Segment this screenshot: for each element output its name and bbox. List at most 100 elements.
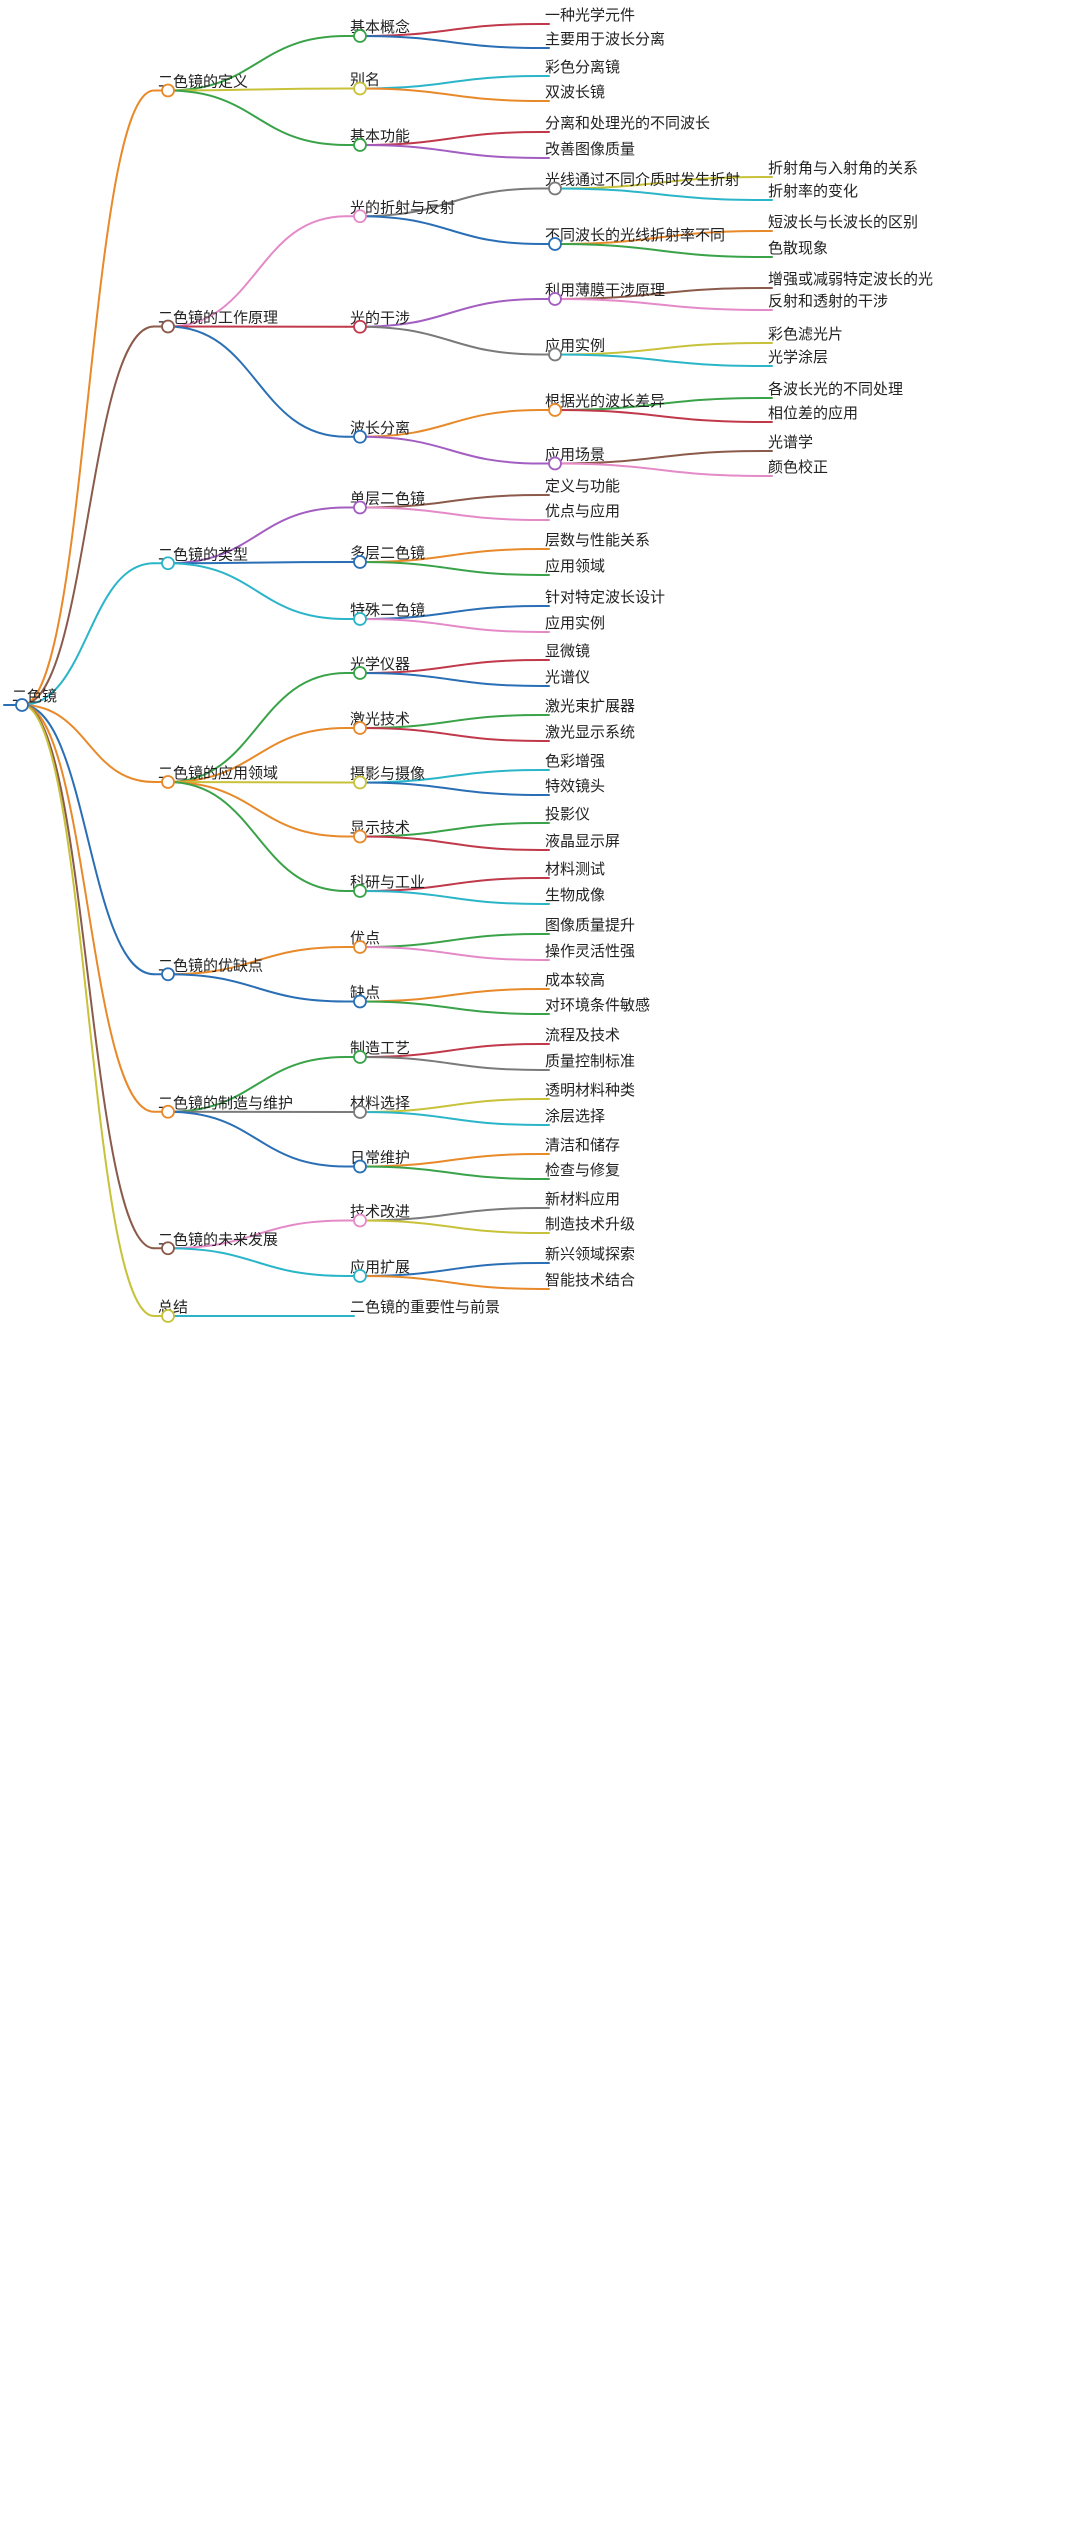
collapse-toggle[interactable] bbox=[353, 1213, 367, 1228]
leaf-node[interactable]: 彩色分离镜 bbox=[540, 58, 620, 77]
leaf-node[interactable]: 光学涂层 bbox=[763, 348, 828, 367]
leaf-node[interactable]: 激光束扩展器 bbox=[540, 697, 635, 716]
leaf-node[interactable]: 反射和透射的干涉 bbox=[763, 292, 888, 311]
collapse-toggle[interactable] bbox=[353, 994, 367, 1009]
leaf-node[interactable]: 主要用于波长分离 bbox=[540, 30, 665, 49]
leaf-node[interactable]: 应用实例 bbox=[540, 614, 605, 633]
branch-node[interactable]: 多层二色镜 bbox=[345, 544, 425, 563]
leaf-node[interactable]: 对环境条件敏感 bbox=[540, 996, 650, 1015]
leaf-node[interactable]: 流程及技术 bbox=[540, 1026, 620, 1045]
leaf-node[interactable]: 折射角与入射角的关系 bbox=[763, 159, 918, 178]
leaf-node[interactable]: 操作灵活性强 bbox=[540, 942, 635, 961]
leaf-node[interactable]: 增强或减弱特定波长的光 bbox=[763, 270, 933, 289]
collapse-toggle[interactable] bbox=[161, 319, 175, 334]
collapse-toggle[interactable] bbox=[353, 429, 367, 444]
root-node[interactable]: 二色镜 bbox=[3, 687, 57, 706]
collapse-toggle[interactable] bbox=[353, 138, 367, 152]
collapse-toggle[interactable] bbox=[353, 29, 367, 43]
leaf-node[interactable]: 光谱仪 bbox=[540, 668, 590, 687]
leaf-node[interactable]: 成本较高 bbox=[540, 971, 605, 990]
leaf-node[interactable]: 层数与性能关系 bbox=[540, 531, 650, 550]
branch-node[interactable]: 二色镜的优缺点 bbox=[153, 956, 263, 976]
branch-node[interactable]: 二色镜的应用领域 bbox=[153, 764, 278, 783]
collapse-toggle[interactable] bbox=[353, 829, 367, 844]
collapse-toggle[interactable] bbox=[161, 556, 175, 571]
leaf-node[interactable]: 光谱学 bbox=[763, 433, 813, 452]
branch-node[interactable]: 不同波长的光线折射率不同 bbox=[540, 226, 725, 245]
leaf-node[interactable]: 新兴领域探索 bbox=[540, 1245, 635, 1264]
leaf-node[interactable]: 色散现象 bbox=[763, 239, 828, 258]
collapse-toggle[interactable] bbox=[548, 292, 562, 306]
branch-node[interactable]: 特殊二色镜 bbox=[345, 601, 425, 620]
collapse-toggle[interactable] bbox=[15, 698, 29, 712]
collapse-toggle[interactable] bbox=[353, 940, 367, 954]
leaf-node[interactable]: 检查与修复 bbox=[540, 1161, 620, 1180]
collapse-toggle[interactable] bbox=[353, 319, 367, 334]
leaf-node[interactable]: 质量控制标准 bbox=[540, 1052, 635, 1071]
collapse-toggle[interactable] bbox=[353, 1105, 367, 1119]
leaf-node[interactable]: 激光显示系统 bbox=[540, 723, 635, 742]
branch-node[interactable]: 单层二色镜 bbox=[345, 490, 425, 509]
leaf-node[interactable]: 新材料应用 bbox=[540, 1190, 620, 1209]
branch-node[interactable]: 光的折射与反射 bbox=[345, 198, 455, 218]
leaf-node[interactable]: 一种光学元件 bbox=[540, 6, 635, 25]
collapse-toggle[interactable] bbox=[353, 1269, 367, 1283]
leaf-node[interactable]: 二色镜的重要性与前景 bbox=[345, 1298, 500, 1317]
collapse-toggle[interactable] bbox=[161, 967, 175, 982]
collapse-toggle[interactable] bbox=[161, 775, 175, 789]
collapse-toggle[interactable] bbox=[353, 612, 367, 626]
collapse-toggle[interactable] bbox=[161, 1241, 175, 1256]
branch-node[interactable]: 光线通过不同介质时发生折射 bbox=[540, 171, 740, 190]
leaf-node[interactable]: 智能技术结合 bbox=[540, 1271, 635, 1290]
leaf-node[interactable]: 投影仪 bbox=[540, 805, 590, 824]
branch-node[interactable]: 科研与工业 bbox=[345, 873, 425, 892]
collapse-toggle[interactable] bbox=[353, 81, 367, 96]
leaf-node[interactable]: 显微镜 bbox=[540, 642, 590, 661]
leaf-node[interactable]: 双波长镜 bbox=[540, 83, 605, 102]
branch-node[interactable]: 摄影与摄像 bbox=[345, 765, 425, 784]
collapse-toggle[interactable] bbox=[353, 555, 367, 569]
collapse-toggle[interactable] bbox=[548, 181, 562, 196]
collapse-toggle[interactable] bbox=[353, 721, 367, 735]
branch-node[interactable]: 二色镜的类型 bbox=[153, 545, 248, 565]
leaf-node[interactable]: 分离和处理光的不同波长 bbox=[540, 114, 710, 133]
branch-node[interactable]: 二色镜的工作原理 bbox=[153, 309, 278, 328]
collapse-toggle[interactable] bbox=[353, 1159, 367, 1174]
leaf-node[interactable]: 短波长与长波长的区别 bbox=[763, 213, 918, 232]
collapse-toggle[interactable] bbox=[353, 500, 367, 515]
branch-node[interactable]: 二色镜的制造与维护 bbox=[153, 1094, 293, 1113]
leaf-node[interactable]: 折射率的变化 bbox=[763, 182, 858, 201]
collapse-toggle[interactable] bbox=[548, 403, 562, 417]
leaf-node[interactable]: 液晶显示屏 bbox=[540, 832, 620, 851]
branch-node[interactable]: 根据光的波长差异 bbox=[540, 392, 665, 411]
leaf-node[interactable]: 特效镜头 bbox=[540, 777, 605, 796]
collapse-toggle[interactable] bbox=[353, 209, 367, 224]
collapse-toggle[interactable] bbox=[161, 1104, 175, 1119]
collapse-toggle[interactable] bbox=[161, 83, 175, 98]
leaf-node[interactable]: 针对特定波长设计 bbox=[540, 588, 665, 607]
leaf-node[interactable]: 图像质量提升 bbox=[540, 916, 635, 935]
leaf-node[interactable]: 材料测试 bbox=[540, 860, 605, 879]
collapse-toggle[interactable] bbox=[353, 884, 367, 898]
leaf-node[interactable]: 生物成像 bbox=[540, 886, 605, 905]
collapse-toggle[interactable] bbox=[353, 666, 367, 680]
leaf-node[interactable]: 各波长光的不同处理 bbox=[763, 380, 903, 399]
leaf-node[interactable]: 定义与功能 bbox=[540, 477, 620, 496]
leaf-node[interactable]: 彩色滤光片 bbox=[763, 325, 843, 344]
collapse-toggle[interactable] bbox=[548, 456, 562, 471]
leaf-node[interactable]: 色彩增强 bbox=[540, 752, 605, 771]
collapse-toggle[interactable] bbox=[548, 347, 562, 362]
leaf-node[interactable]: 优点与应用 bbox=[540, 502, 620, 521]
leaf-node[interactable]: 透明材料种类 bbox=[540, 1081, 635, 1100]
leaf-node[interactable]: 制造技术升级 bbox=[540, 1215, 635, 1234]
collapse-toggle[interactable] bbox=[161, 1309, 175, 1323]
collapse-toggle[interactable] bbox=[353, 775, 367, 790]
leaf-node[interactable]: 相位差的应用 bbox=[763, 404, 858, 423]
branch-node[interactable]: 二色镜的未来发展 bbox=[153, 1230, 278, 1250]
leaf-node[interactable]: 颜色校正 bbox=[763, 458, 828, 477]
leaf-node[interactable]: 改善图像质量 bbox=[540, 140, 635, 159]
branch-node[interactable]: 利用薄膜干涉原理 bbox=[540, 281, 665, 300]
leaf-node[interactable]: 清洁和储存 bbox=[540, 1136, 620, 1155]
collapse-toggle[interactable] bbox=[353, 1050, 367, 1064]
leaf-node[interactable]: 涂层选择 bbox=[540, 1107, 605, 1126]
